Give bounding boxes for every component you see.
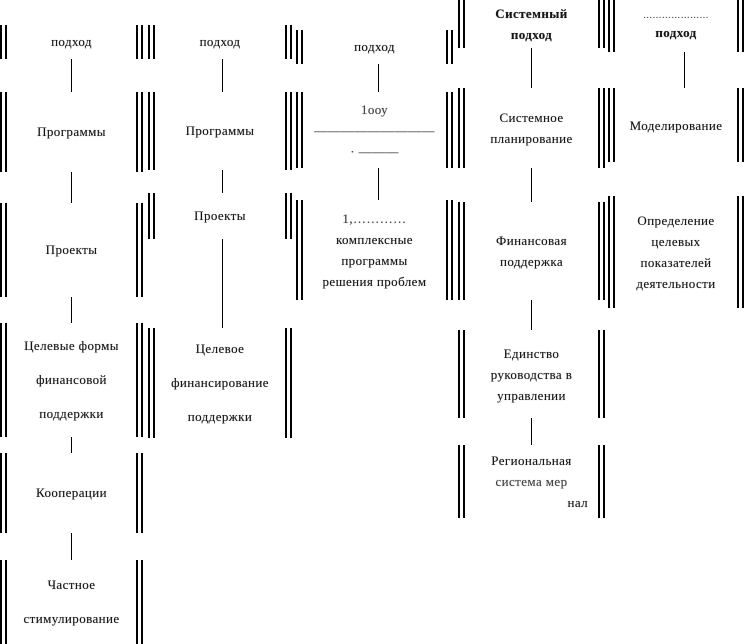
connector: [222, 59, 223, 92]
cell-text: подход: [51, 34, 92, 49]
cell-system-approach: Системный подход: [458, 0, 605, 48]
connector: [684, 52, 685, 88]
cell-text: Целевые формы: [24, 338, 119, 353]
cell-text: планирование: [490, 131, 573, 146]
cell-text: Целевое: [195, 341, 245, 356]
cell-text: Проекты: [194, 208, 246, 223]
cell-approach-5: ………………… подход: [608, 0, 744, 52]
cell-text: поддержки: [187, 409, 253, 424]
cell-programs-1: Программы: [0, 92, 143, 172]
cell-text: Единство: [503, 345, 560, 361]
connector: [71, 533, 72, 560]
cell-text: Программы: [185, 123, 255, 138]
connector: [71, 297, 72, 323]
cell-approach-1: подход: [0, 25, 143, 59]
cell-cooperations: Кооперации: [0, 453, 143, 533]
connector: [531, 48, 532, 88]
cell-financial-support: Финансовая поддержка: [458, 202, 605, 300]
cell-text: нал: [567, 495, 588, 510]
cell-text: решения проблем: [322, 274, 427, 289]
cell-text: Финансовая: [496, 233, 567, 248]
connector: [71, 172, 72, 203]
cell-text: подход: [199, 34, 241, 49]
cell-complex-programs: 1,………… комплексные программы решения про…: [296, 200, 453, 300]
connector: [378, 168, 379, 200]
connector: [71, 59, 72, 92]
cell-text: поддержки: [39, 406, 104, 421]
cell-text: целевых: [651, 234, 701, 249]
cell-text: деятельности: [636, 276, 716, 291]
cell-text: …………………: [643, 10, 709, 20]
cell-text: финансовой: [36, 372, 107, 387]
cell-projects-2: Проекты: [148, 193, 292, 239]
connector: [71, 437, 72, 453]
cell-regional-system: Региональная система мер нал: [458, 445, 605, 518]
cell-unity-of-management: Единство руководства в управлении: [458, 330, 605, 418]
cell-text: комплексные: [336, 232, 413, 247]
cell-text: Программы: [37, 124, 106, 139]
cell-text: Частное: [47, 577, 96, 592]
cell-text: · ———: [350, 143, 399, 159]
cell-text: 1,…………: [342, 211, 407, 226]
cell-programs-2: Программы: [148, 92, 292, 170]
connector: [531, 168, 532, 202]
cell-text: Региональная: [491, 453, 572, 468]
cell-text: система мер: [495, 474, 568, 489]
connector: [531, 418, 532, 445]
cell-target-financing: Целевое финансирование поддержки: [148, 328, 292, 438]
cell-text: подход: [510, 27, 553, 42]
cell-text: управлении: [497, 387, 566, 403]
connector: [222, 170, 223, 193]
cell-target-forms: Целевые формы финансовой поддержки: [0, 323, 143, 437]
cell-text: подход: [655, 25, 697, 40]
cell-text: стимулирование: [23, 611, 120, 626]
cell-illegible-block: 1ооу————————— · ———: [296, 92, 453, 168]
cell-text: Моделирование: [629, 117, 723, 133]
cell-target-indicators: Определение целевых показателей деятельн…: [608, 196, 744, 308]
cell-text: подход: [354, 39, 395, 54]
cell-approach-2: подход: [148, 25, 292, 59]
connector: [378, 64, 379, 92]
cell-approach-3: подход: [296, 30, 453, 64]
cell-text: Определение: [637, 213, 715, 228]
cell-text: 1ооу—————————: [314, 101, 435, 138]
cell-text: Системное: [499, 110, 564, 125]
cell-text: Проекты: [45, 242, 98, 257]
cell-modeling: Моделирование: [608, 88, 744, 162]
cell-projects-1: Проекты: [0, 203, 143, 297]
cell-private-stimulation: Частное стимулирование: [0, 560, 143, 644]
connector: [222, 239, 223, 328]
cell-system-planning: Системное планирование: [458, 88, 605, 168]
cell-text: Кооперации: [36, 485, 107, 500]
cell-text: руководства в: [490, 366, 573, 382]
connector: [531, 300, 532, 330]
cell-text: финансирование: [171, 375, 269, 390]
cell-text: показателей: [640, 255, 712, 270]
cell-text: поддержка: [499, 254, 564, 269]
cell-text: программы: [341, 253, 408, 268]
cell-text: Системный: [495, 6, 568, 21]
